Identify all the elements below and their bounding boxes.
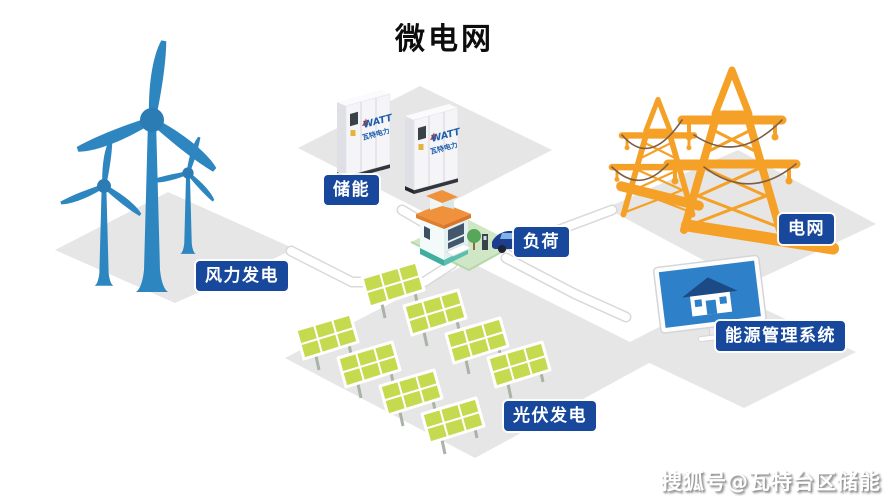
turbine-hub xyxy=(140,108,164,132)
wind-turbine-right xyxy=(151,136,215,254)
label-wind-power: 风力发电 xyxy=(196,261,288,291)
storage-cabinets-illustration: WATT 瓦特电力 WATT 瓦特电力 xyxy=(337,90,463,194)
pylon-braces xyxy=(625,141,691,213)
label-pv-power: 光伏发电 xyxy=(504,401,596,431)
watermark: 搜狐号@瓦特台区储能 xyxy=(661,470,881,494)
cabinet-sticker xyxy=(418,144,424,150)
house-roof xyxy=(416,203,471,225)
watt-logo-mark xyxy=(430,132,437,140)
solar-ground xyxy=(285,262,660,458)
ev-charger xyxy=(482,234,488,250)
wind-turbines-illustration xyxy=(60,40,217,292)
power-wires xyxy=(611,119,797,185)
cabinet-side xyxy=(337,102,346,176)
watt-logo-mark xyxy=(362,118,369,126)
house-window xyxy=(424,226,430,240)
turbine-rotor xyxy=(76,40,217,172)
storage-cabinet-1: WATT 瓦特电力 xyxy=(337,90,395,180)
road-load-to-ems xyxy=(502,254,630,321)
wind-turbine-large xyxy=(76,40,217,292)
cabinet-top xyxy=(405,104,458,120)
car-wheel xyxy=(498,245,506,253)
label-energy-management-system: 能源管理系统 xyxy=(716,321,845,351)
foundation-beam xyxy=(680,219,840,255)
rooftop-roof xyxy=(426,190,458,203)
screen-house-icon xyxy=(682,277,738,317)
cabinet-sticker xyxy=(350,130,356,136)
ems-monitor-illustration xyxy=(652,254,767,343)
house-window xyxy=(448,236,464,249)
foundation-beam xyxy=(616,181,704,211)
label-energy-storage: 储能 xyxy=(324,175,379,205)
house-window xyxy=(448,223,464,241)
turbine-tower xyxy=(136,120,168,292)
house-teal-base xyxy=(420,248,444,266)
house-canopy xyxy=(444,243,473,257)
cabinet-base xyxy=(414,178,458,194)
pylon-leg xyxy=(680,110,784,234)
storage-cabinet-2: WATT 瓦特电力 xyxy=(405,104,463,194)
cabinet-screen xyxy=(418,125,426,141)
cabinet-screen xyxy=(350,111,358,127)
tree-icon xyxy=(467,229,481,243)
cabinet-top xyxy=(337,90,390,106)
grid-pylons-illustration xyxy=(608,66,840,255)
label-load: 负荷 xyxy=(514,227,569,257)
cabinet-side xyxy=(405,116,414,190)
label-power-grid: 电网 xyxy=(779,214,834,244)
wind-turbine-left xyxy=(60,139,142,286)
page-title: 微电网 xyxy=(395,22,494,57)
